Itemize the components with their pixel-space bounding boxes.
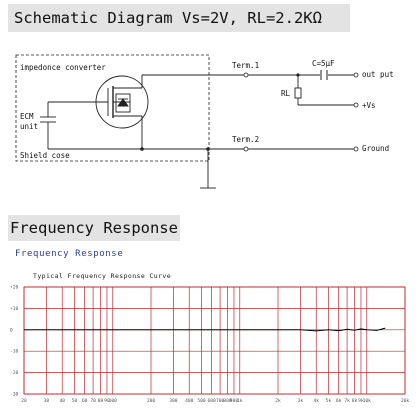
x-tick-label: 90 <box>104 398 110 404</box>
x-tick-label: 20 <box>21 398 27 404</box>
ground-label: Ground <box>362 144 389 153</box>
ground-terminal <box>353 146 359 152</box>
x-tick-label: 9k <box>358 398 364 404</box>
term2-label: Term.2 <box>232 135 259 144</box>
y-tick-label: -10 <box>10 349 19 355</box>
circuit-wires <box>48 74 356 189</box>
ecm-label: ECM <box>20 112 34 121</box>
x-tick-label: 40 <box>59 398 65 404</box>
x-tick-label: 60 <box>82 398 88 404</box>
x-tick-label: 500 <box>197 398 206 404</box>
x-tick-label: 4k <box>313 398 319 404</box>
term1-terminal <box>243 72 249 78</box>
shield-case-boundary <box>15 54 210 162</box>
load-resistor-icon <box>294 87 302 99</box>
x-tick-label: 7k <box>344 398 350 404</box>
x-tick-label: 700 <box>216 398 225 404</box>
x-tick-label: 8k <box>352 398 358 404</box>
output-label: out put <box>362 70 394 79</box>
impedance-converter-label: impedonce converter <box>20 63 106 72</box>
x-tick-label: 70 <box>90 398 96 404</box>
x-tick-label: 50 <box>72 398 78 404</box>
x-tick-label: 2k <box>275 398 281 404</box>
y-tick-label: +10 <box>10 306 19 312</box>
term1-label: Term.1 <box>232 61 259 70</box>
junction-dot <box>140 147 144 151</box>
x-tick-label: 800 <box>223 398 232 404</box>
ecm-unit-label: unit <box>20 122 38 131</box>
supply-terminal <box>353 102 359 108</box>
coupling-capacitor-icon <box>320 70 328 80</box>
x-tick-label: 1k <box>237 398 243 404</box>
x-tick-label: 200 <box>147 398 156 404</box>
schematic-title: Schematic Diagram Vs=2V, RL=2.2KΩ <box>8 4 350 32</box>
y-tick-label: -30 <box>10 392 19 398</box>
x-tick-label: 900 <box>230 398 239 404</box>
resistor-label: RL <box>281 89 291 98</box>
x-tick-label: 80 <box>98 398 104 404</box>
frequency-response-title: Frequency Response <box>8 215 180 241</box>
y-tick-label: -20 <box>10 370 19 376</box>
capacitor-label: C=5μF <box>312 59 335 68</box>
x-tick-label: 600 <box>207 398 216 404</box>
x-tick-label: 6k <box>336 398 342 404</box>
junction-dot <box>206 147 210 151</box>
frequency-response-subtitle: Frequency Response <box>15 249 124 259</box>
response-curve <box>24 327 386 332</box>
x-tick-label: 100 <box>109 398 118 404</box>
y-tick-label: 0 <box>10 327 13 333</box>
fet-transistor-icon <box>90 75 149 149</box>
x-tick-label: 20k <box>401 398 410 404</box>
output-terminal <box>353 72 359 78</box>
x-tick-label: 300 <box>169 398 178 404</box>
x-tick-label: 400 <box>185 398 194 404</box>
chart-frame <box>23 286 406 395</box>
supply-label: +Vs <box>362 101 376 110</box>
x-tick-label: 3k <box>298 398 304 404</box>
x-tick-label: 30 <box>44 398 50 404</box>
junction-dot <box>296 73 300 77</box>
x-tick-label: 10k <box>363 398 372 404</box>
term2-terminal <box>243 146 249 152</box>
y-tick-label: +20 <box>10 285 19 291</box>
chart-caption: Typical Frequency Response Curve <box>33 272 172 280</box>
x-tick-label: 5k <box>326 398 332 404</box>
shield-case-label: Shield cose <box>20 151 70 160</box>
ecm-capacitor-icon <box>40 101 90 149</box>
